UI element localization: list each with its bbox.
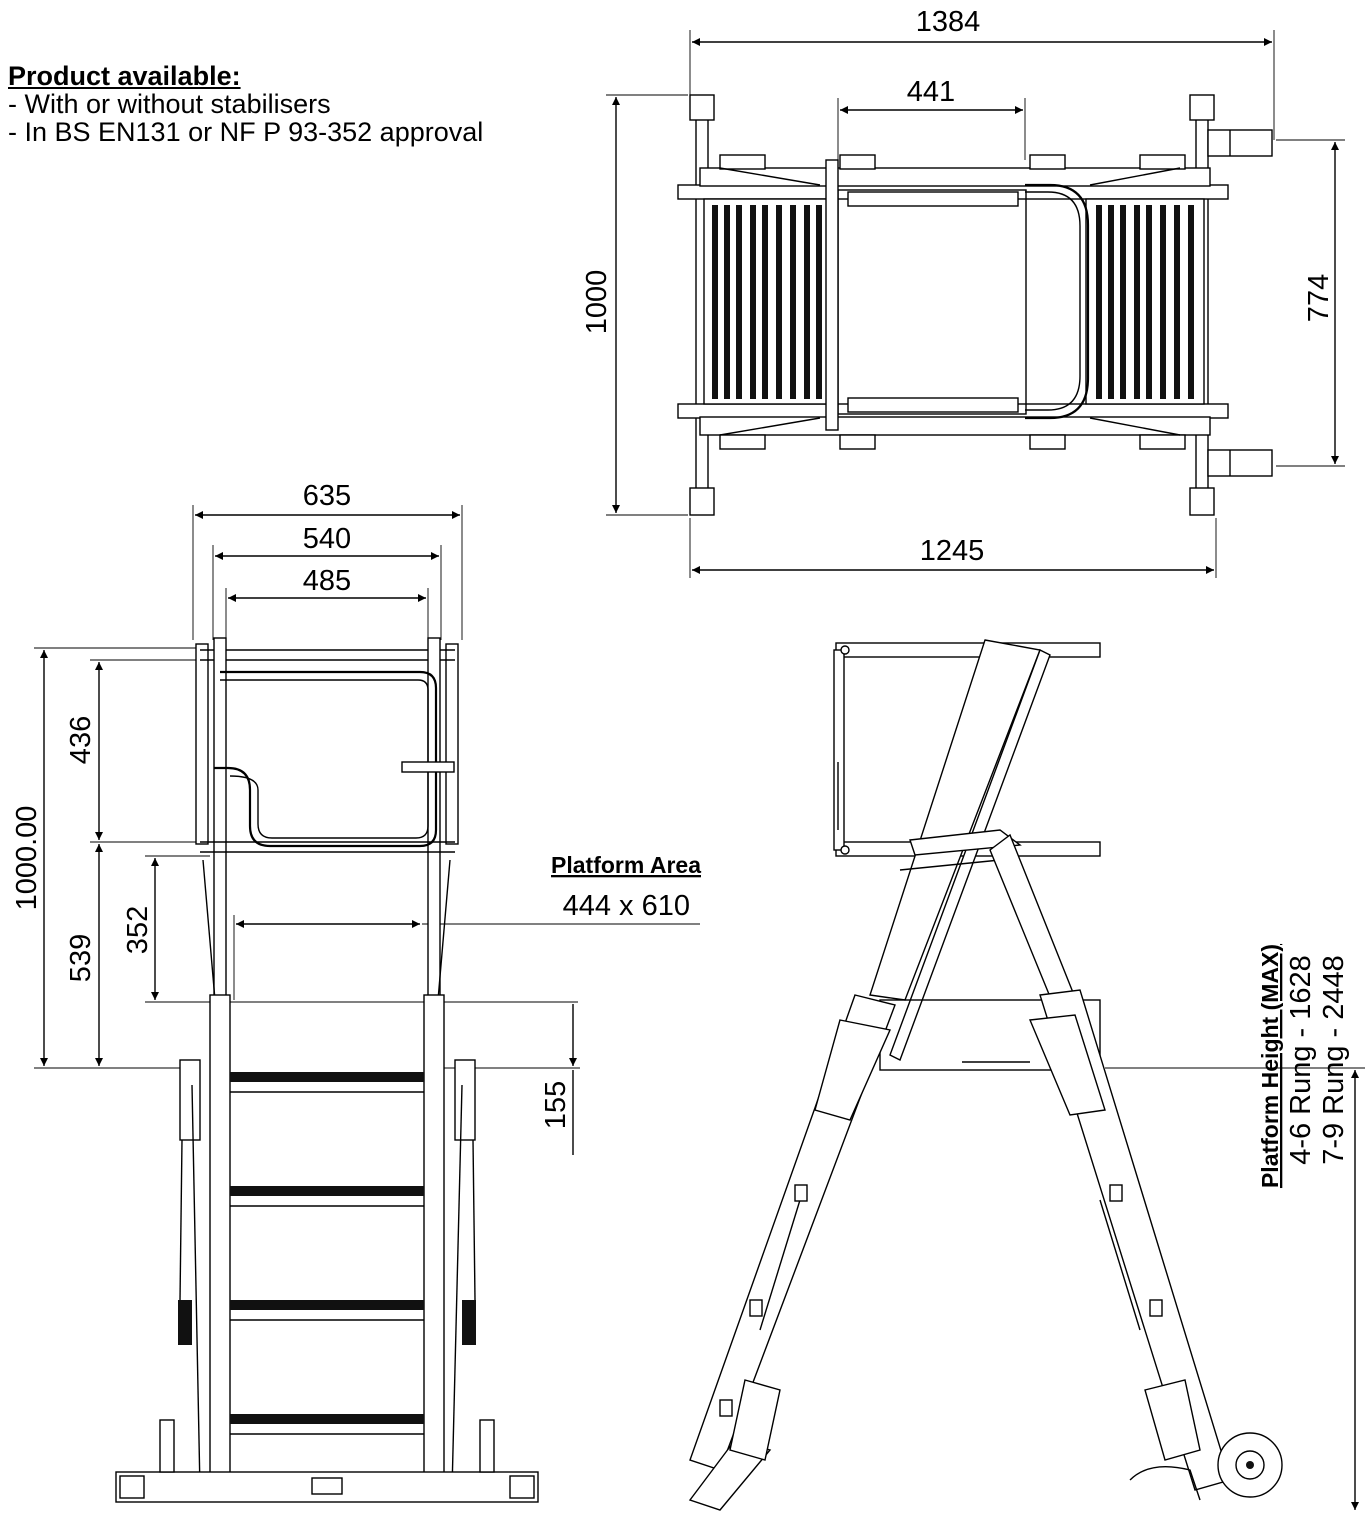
dimension-540: 540 <box>212 523 442 640</box>
dim-total-height: 1000.00 <box>11 806 43 911</box>
dim-lower-height: 539 <box>65 934 97 982</box>
front-view: 635 540 485 1000.00 436 <box>11 480 701 1503</box>
dim-stabiliser-span: 774 <box>1303 274 1335 322</box>
product-info-line-2: - In BS EN131 or NF P 93-352 approval <box>8 117 484 147</box>
dimension-1000: 1000 <box>581 94 688 516</box>
dimension-436: 436 <box>65 659 200 843</box>
dimension-635: 635 <box>192 480 463 640</box>
right-rung-block <box>1085 198 1205 405</box>
dim-overall-width: 1384 <box>916 6 981 38</box>
dimension-platform-height: Platform Height (MAX) 4-6 Rung - 1628 7-… <box>1105 944 1365 1510</box>
dim-overall-depth: 1000 <box>581 270 613 335</box>
dim-upper-rail-height: 436 <box>65 716 97 764</box>
dimension-441: 441 <box>837 76 1026 160</box>
left-rung-block <box>703 198 829 405</box>
dim-width-inner: 485 <box>303 565 351 597</box>
platform-height-7-9: 7-9 Rung - 2448 <box>1318 955 1350 1165</box>
dimension-1245: 1245 <box>689 518 1217 578</box>
dim-width-middle: 540 <box>303 523 351 555</box>
platform-height-4-6: 4-6 Rung - 1628 <box>1285 955 1317 1165</box>
product-info: Product available: - With or without sta… <box>8 62 483 146</box>
dimension-485: 485 <box>225 565 429 640</box>
product-info-heading: Product available: <box>8 61 241 91</box>
dimension-1384: 1384 <box>689 6 1275 140</box>
dimension-539: 539 <box>65 844 103 1066</box>
dim-width-outer: 635 <box>303 480 351 512</box>
dimension-774: 774 <box>1276 139 1345 467</box>
product-info-line-1: - With or without stabilisers <box>8 89 331 119</box>
platform-height-label: Platform Height (MAX) <box>1257 944 1283 1188</box>
dim-base-width: 1245 <box>920 535 985 567</box>
dim-gate-width: 441 <box>907 76 955 108</box>
side-view: Platform Height (MAX) 4-6 Rung - 1628 7-… <box>688 639 1365 1511</box>
dim-step-offset: 155 <box>540 1081 572 1129</box>
dimension-352: 352 <box>122 855 578 1003</box>
dim-gate-opening: 352 <box>122 906 154 954</box>
platform-area-label: Platform Area <box>551 852 701 878</box>
top-view: 1384 441 1000 774 1245 <box>581 6 1345 578</box>
platform-area: Platform Area 444 x 610 <box>233 852 701 1000</box>
platform-area-value: 444 x 610 <box>563 890 690 922</box>
dimension-1000-00: 1000.00 <box>11 647 200 1069</box>
